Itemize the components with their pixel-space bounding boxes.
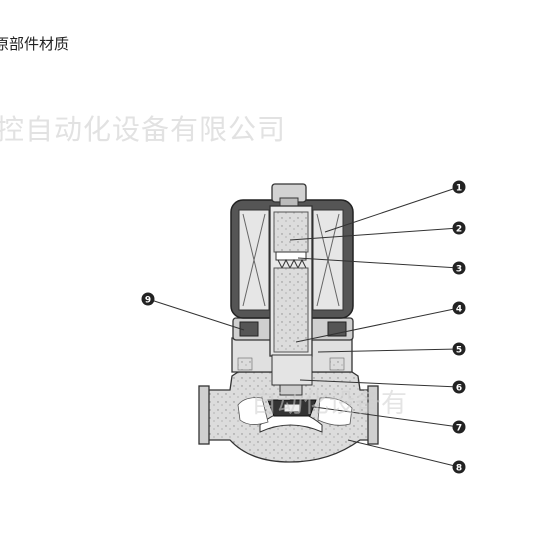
svg-text:9: 9 — [145, 296, 151, 306]
callout-4: 4 — [452, 301, 466, 315]
callout-5: 5 — [452, 342, 466, 356]
leader-lines — [147, 186, 460, 468]
watermark-overlay-text: 自动化设备有 — [251, 389, 408, 419]
watermark-text: 控自动化设备有限公司 — [0, 113, 287, 146]
page-title: 原部件材质 — [0, 35, 70, 53]
armature-tube — [269, 205, 313, 357]
svg-text:1: 1 — [456, 184, 462, 194]
svg-text:7: 7 — [456, 424, 462, 434]
svg-text:8: 8 — [456, 464, 462, 474]
svg-text:4: 4 — [456, 305, 462, 315]
svg-text:2: 2 — [456, 225, 462, 235]
valve-body — [198, 371, 379, 463]
callout-9: 9 — [141, 292, 155, 306]
svg-text:3: 3 — [456, 265, 462, 275]
spring — [277, 258, 307, 270]
callout-7: 7 — [452, 420, 466, 434]
callout-3: 3 — [452, 261, 466, 275]
svg-text:5: 5 — [456, 346, 462, 356]
top-fixing-nut — [271, 183, 307, 207]
callout-1: 1 — [452, 180, 466, 194]
callout-8: 8 — [452, 460, 466, 474]
callout-2: 2 — [452, 221, 466, 235]
svg-text:6: 6 — [456, 384, 462, 394]
callout-6: 6 — [452, 380, 466, 394]
